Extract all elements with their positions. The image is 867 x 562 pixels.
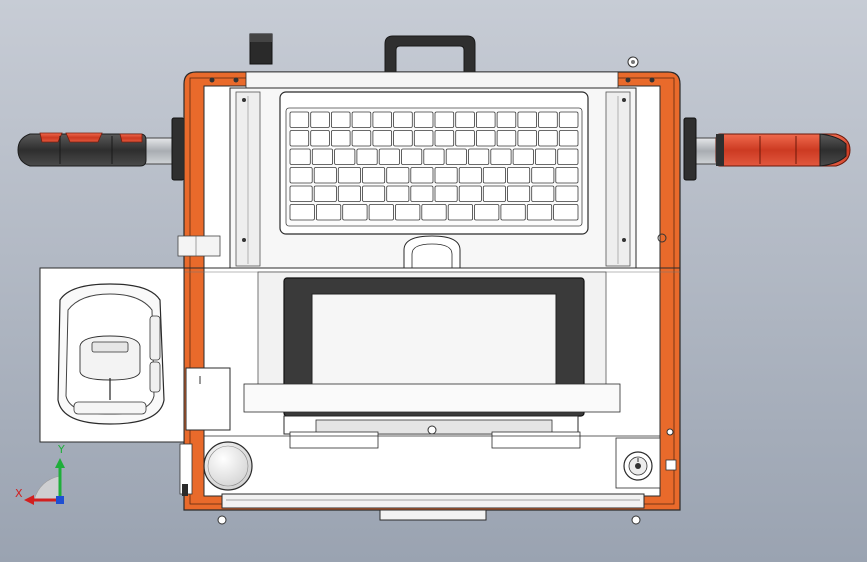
- keyboard-key: [393, 130, 413, 147]
- keyboard-key: [330, 111, 351, 128]
- top-pin: [627, 56, 639, 68]
- keyboard-key: [434, 185, 458, 202]
- keyboard-key: [434, 167, 458, 184]
- keyboard-key: [393, 111, 413, 128]
- display-glass: [311, 293, 557, 399]
- power-switch: [615, 428, 677, 489]
- keyboard-key: [531, 167, 555, 184]
- keyboard-keys: [289, 111, 579, 221]
- keyboard-key: [289, 185, 313, 202]
- keyboard-key: [538, 130, 558, 147]
- keyboard-key: [558, 130, 579, 147]
- keyboard-key: [500, 204, 526, 221]
- keyboard-key: [311, 148, 333, 165]
- keyboard-key: [557, 148, 579, 165]
- keyboard-key: [315, 204, 342, 221]
- x-axis-label: X: [15, 487, 23, 500]
- keyboard-key: [496, 130, 517, 147]
- round-knob: [179, 441, 253, 496]
- keyboard-key: [458, 185, 482, 202]
- keyboard-key: [372, 111, 392, 128]
- hinge-bracket: [403, 235, 461, 268]
- right-grip: [683, 117, 851, 181]
- keyboard-key: [531, 185, 555, 202]
- keyboard-key: [289, 167, 313, 184]
- keyboard-key: [313, 167, 337, 184]
- keyboard-key: [496, 111, 517, 128]
- y-axis-label: Y: [58, 443, 65, 456]
- keyboard-key: [455, 130, 475, 147]
- keyboard-key: [421, 204, 447, 221]
- keyboard-key: [342, 204, 368, 221]
- keyboard-key: [413, 130, 434, 147]
- keyboard-key: [474, 204, 500, 221]
- display: [257, 271, 607, 417]
- display-base: [204, 383, 660, 449]
- keyboard-key: [362, 167, 386, 184]
- keyboard-key: [475, 130, 496, 147]
- keyboard-key: [517, 111, 538, 128]
- keyboard-key: [434, 130, 455, 147]
- keyboard-key: [517, 130, 538, 147]
- side-block: [177, 235, 231, 431]
- keyboard-key: [434, 111, 455, 128]
- keyboard-key: [289, 111, 310, 128]
- keyboard-key: [535, 148, 557, 165]
- keyboard-key: [330, 130, 351, 147]
- keyboard-key: [372, 130, 392, 147]
- keyboard-key: [423, 148, 445, 165]
- keyboard-key: [386, 167, 410, 184]
- keyboard-key: [378, 148, 400, 165]
- keyboard-key: [538, 111, 558, 128]
- keyboard-key: [475, 111, 496, 128]
- keyboard-key: [558, 111, 579, 128]
- keyboard-key: [507, 185, 531, 202]
- keyboard-key: [395, 204, 421, 221]
- keyboard-key: [310, 111, 330, 128]
- keyboard-key: [445, 148, 467, 165]
- axis-triad: [24, 458, 65, 505]
- keyboard-key: [337, 167, 361, 184]
- keyboard-key: [526, 204, 553, 221]
- keyboard-key: [386, 185, 410, 202]
- keyboard-key: [490, 148, 512, 165]
- keyboard-key: [410, 167, 434, 184]
- keyboard-key: [368, 204, 394, 221]
- keyboard-key: [482, 185, 506, 202]
- keyboard-key: [413, 111, 434, 128]
- keyboard-key: [362, 185, 386, 202]
- keyboard-key: [313, 185, 337, 202]
- z-axis-marker: [56, 496, 64, 504]
- keyboard-key: [455, 111, 475, 128]
- keyboard-key: [512, 148, 534, 165]
- keyboard-key: [458, 167, 482, 184]
- keyboard-key: [351, 130, 372, 147]
- keyboard-key: [447, 204, 474, 221]
- keyboard-key: [356, 148, 378, 165]
- keyboard-key: [337, 185, 361, 202]
- left-grip: [17, 117, 185, 181]
- keyboard-key: [555, 167, 579, 184]
- keyboard-key: [555, 185, 579, 202]
- keyboard-key: [410, 185, 434, 202]
- keyboard-key: [553, 204, 579, 221]
- keyboard-key: [310, 130, 330, 147]
- keyboard-key: [401, 148, 423, 165]
- top-latch: [249, 33, 273, 65]
- keyboard-key: [289, 148, 311, 165]
- keyboard-key: [334, 148, 356, 165]
- keyboard-key: [289, 204, 315, 221]
- keyboard-key: [289, 130, 310, 147]
- keyboard-key: [507, 167, 531, 184]
- keyboard: [279, 91, 589, 235]
- scanner-module: [39, 267, 185, 443]
- keyboard-key: [351, 111, 372, 128]
- keyboard-key: [482, 167, 506, 184]
- keyboard-key: [468, 148, 490, 165]
